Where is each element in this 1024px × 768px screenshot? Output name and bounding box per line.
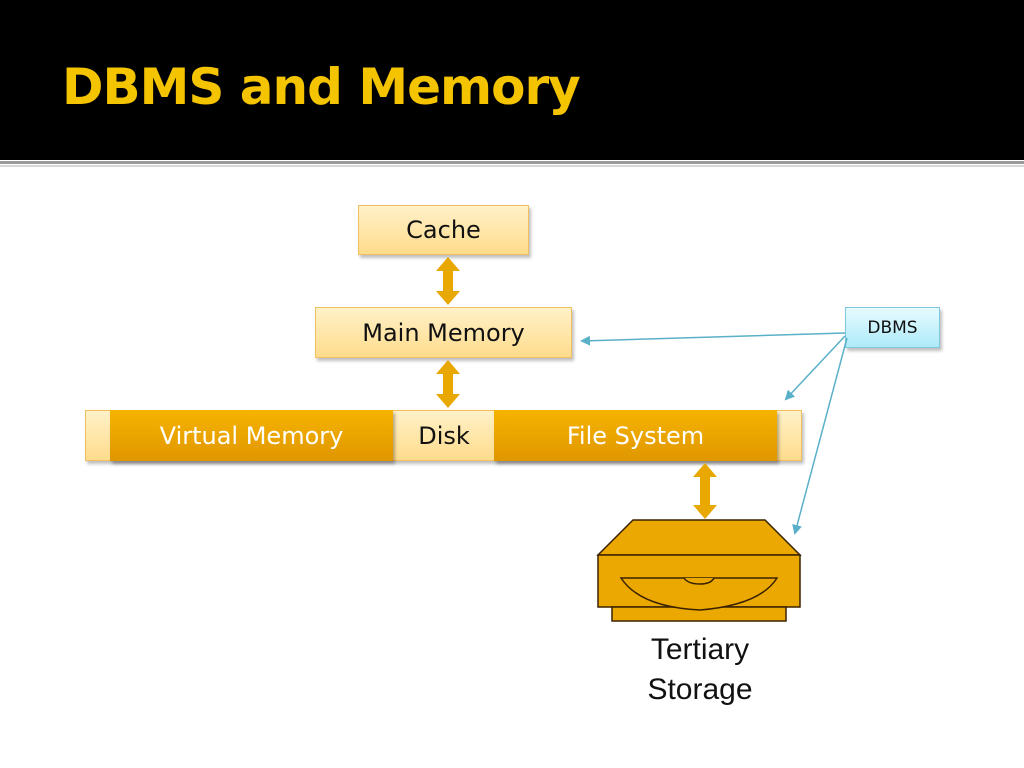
main-memory-box: Main Memory — [315, 307, 572, 358]
tertiary-label-line1: Tertiary — [650, 633, 750, 666]
file-system-label: File System — [566, 421, 705, 450]
arrow-file-system-tertiary — [693, 463, 717, 519]
disk-drive-icon — [596, 519, 802, 622]
cache-box: Cache — [358, 205, 529, 255]
dbms-box: DBMS — [845, 307, 940, 348]
divider-line — [0, 161, 1024, 164]
divider-line-shadow — [0, 165, 1024, 167]
arrow-dbms-tertiary — [792, 337, 848, 535]
virtual-memory-box: Virtual Memory — [110, 410, 393, 461]
slide-title: DBMS and Memory — [62, 58, 581, 116]
arrow-main-memory-disk — [436, 360, 460, 408]
disk-segment: Disk — [394, 410, 494, 461]
main-memory-label: Main Memory — [362, 318, 525, 347]
arrow-cache-main-memory — [436, 257, 460, 305]
virtual-memory-label: Virtual Memory — [159, 421, 344, 450]
arrow-dbms-disk — [784, 335, 846, 401]
tertiary-label-line2: Storage — [647, 673, 753, 706]
tertiary-storage-label: Tertiary Storage — [610, 630, 790, 710]
cache-label: Cache — [406, 216, 481, 244]
dbms-label: DBMS — [867, 317, 918, 338]
arrow-dbms-main-memory — [580, 332, 846, 346]
title-bar: DBMS and Memory — [0, 0, 1024, 160]
file-system-box: File System — [494, 410, 777, 461]
disk-label: Disk — [418, 421, 470, 450]
